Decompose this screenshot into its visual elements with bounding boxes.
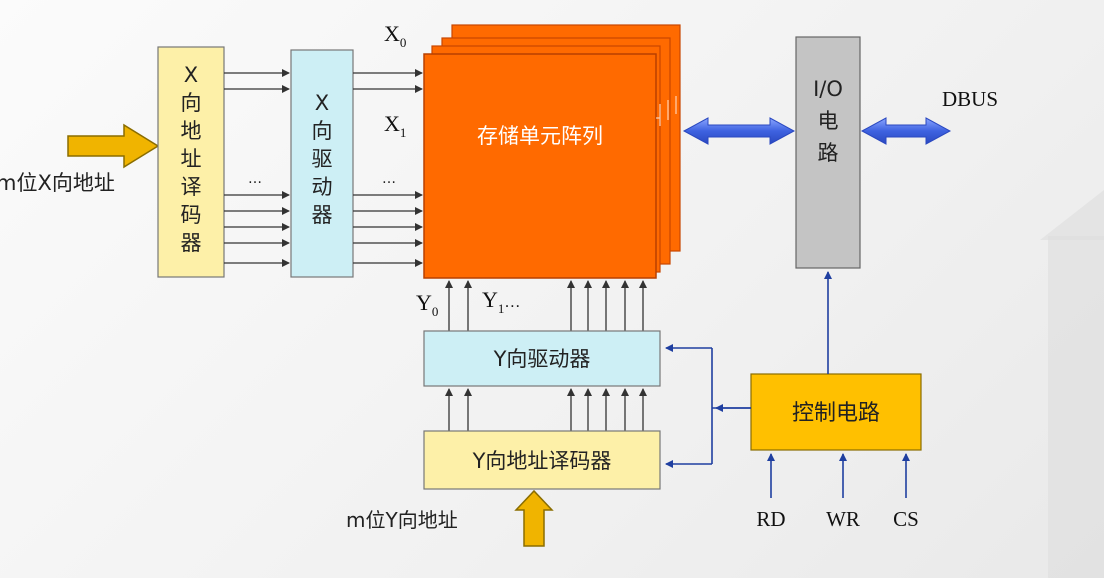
control-circuit <box>750 373 922 451</box>
signal-label-cs: CS <box>893 507 919 531</box>
y-address-input-arrow <box>514 489 554 547</box>
x-address-decoder <box>157 46 225 278</box>
memory-array <box>423 24 681 279</box>
x-driver <box>290 49 354 278</box>
signal-label-rd: RD <box>756 507 785 531</box>
signal-label-wr: WR <box>826 507 860 531</box>
background-shape <box>1048 236 1104 578</box>
io-circuit <box>795 36 861 269</box>
dbus-label: DBUS <box>942 87 998 111</box>
x-address-input-arrow <box>67 123 160 169</box>
x0-label: X0 <box>384 21 406 50</box>
y-driver <box>423 330 661 387</box>
y-driver-to-array-lines <box>445 280 647 331</box>
ellipsis: … <box>382 171 396 187</box>
io-dbus-bus-arrow <box>860 117 952 145</box>
memory-array-label: 存储单元阵列 <box>477 124 603 148</box>
control-signal-lines: RD WR CS <box>756 453 919 531</box>
x-driver-to-array-lines <box>353 69 423 267</box>
y-decoder-to-driver-lines <box>445 388 647 431</box>
background-shape <box>1040 190 1104 240</box>
x1-label: X1 <box>384 111 406 140</box>
x-decoder-to-driver-lines <box>224 69 290 267</box>
y1-label: Y1… <box>482 287 520 316</box>
y-address-decoder <box>423 430 661 490</box>
ellipsis: … <box>248 171 262 187</box>
y-address-label: m位Y向地址 <box>346 508 458 532</box>
y0-label: Y0 <box>416 290 438 319</box>
control-lines <box>665 271 832 468</box>
y-driver-label: Y向驱动器 <box>493 347 591 371</box>
y-decoder-label: Y向地址译码器 <box>472 449 612 473</box>
array-io-bus-arrow <box>682 117 796 145</box>
x-address-label: m位X向地址 <box>0 171 115 195</box>
control-circuit-label: 控制电路 <box>792 401 880 426</box>
